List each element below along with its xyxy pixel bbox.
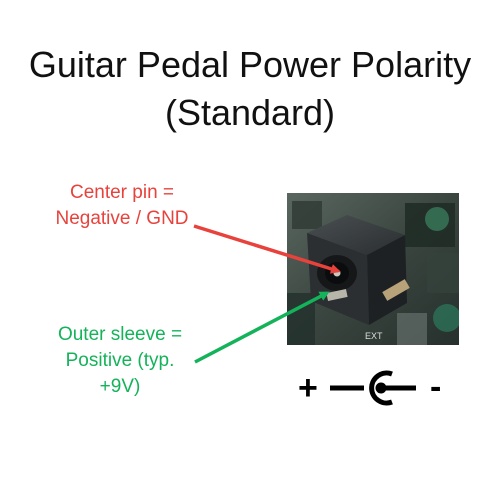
outer-sleeve-label-line3: +9V) xyxy=(99,376,141,397)
page-subtitle: (Standard) xyxy=(164,92,336,133)
center-negative-polarity-symbol: + - xyxy=(298,368,441,407)
background-capacitor xyxy=(433,304,459,332)
center-pin-label-line2: Negative / GND xyxy=(55,208,189,229)
page-title: Guitar Pedal Power Polarity xyxy=(28,44,472,85)
negative-sign: - xyxy=(430,368,441,406)
outer-sleeve-label-line2: Positive (typ. xyxy=(65,350,175,371)
background-component xyxy=(287,293,315,345)
jack-side-face xyxy=(367,235,407,325)
sleeve-contact xyxy=(326,289,348,301)
sleeve-arc xyxy=(369,370,393,406)
center-pin-label: Center pin = Negative / GND xyxy=(42,180,202,232)
outer-sleeve-label-line1: Outer sleeve = xyxy=(57,324,183,345)
solder-tab xyxy=(382,279,410,301)
background-component xyxy=(292,201,322,229)
outer-sleeve-label: Outer sleeve = Positive (typ. +9V) xyxy=(40,322,200,400)
background-component xyxy=(397,313,427,345)
center-pin xyxy=(333,269,341,277)
background-capacitor xyxy=(425,207,449,231)
positive-sign: + xyxy=(298,369,318,407)
dc-jack-photo: EXT xyxy=(287,193,459,345)
background-component xyxy=(427,253,459,293)
board-marking: EXT xyxy=(365,331,383,341)
center-pin-label-line1: Center pin = xyxy=(69,182,175,203)
